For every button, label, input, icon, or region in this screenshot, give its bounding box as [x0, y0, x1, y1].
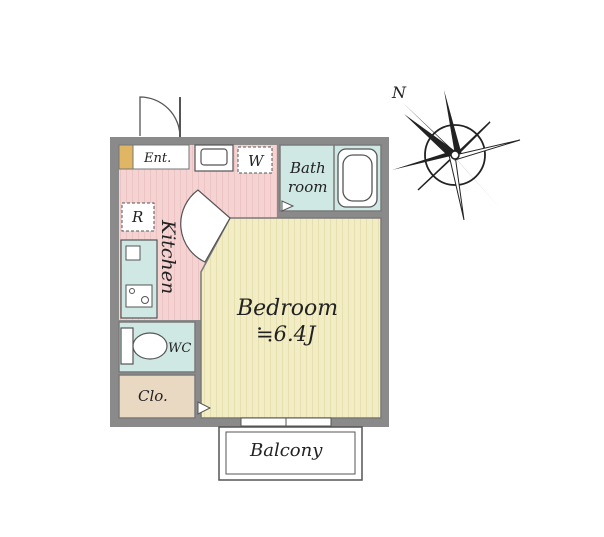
compass-icon [392, 90, 521, 221]
entrance-door [139, 96, 181, 138]
door-marker [197, 401, 212, 415]
balcony [218, 426, 363, 481]
door-marker [281, 200, 295, 212]
bedroom-label: Bedroom [236, 296, 338, 321]
balcony-label: Balcony [249, 440, 323, 461]
kitchen-counter [120, 239, 158, 319]
sink-icon [194, 144, 234, 172]
bath-label-line2: room [288, 178, 327, 196]
kitchen-label: Kitchen [157, 219, 179, 294]
bedroom-size-label: ≒6.4J [256, 322, 317, 346]
closet [118, 374, 196, 419]
fridge-spot [121, 202, 155, 232]
bath-label-line1: Bath [289, 159, 326, 177]
washer-label: W [248, 152, 265, 170]
washer-spot [237, 146, 273, 174]
bathtub-icon [337, 148, 378, 208]
entrance-label: Ent. [143, 151, 171, 166]
compass-north-label: N [391, 83, 407, 102]
fridge-label: R [131, 208, 143, 226]
wc-label: WC [168, 341, 191, 356]
shoe-cabinet [118, 144, 134, 170]
closet-label: Clo. [138, 387, 168, 405]
toilet-icon [120, 327, 168, 365]
bedroom-door [180, 189, 231, 263]
